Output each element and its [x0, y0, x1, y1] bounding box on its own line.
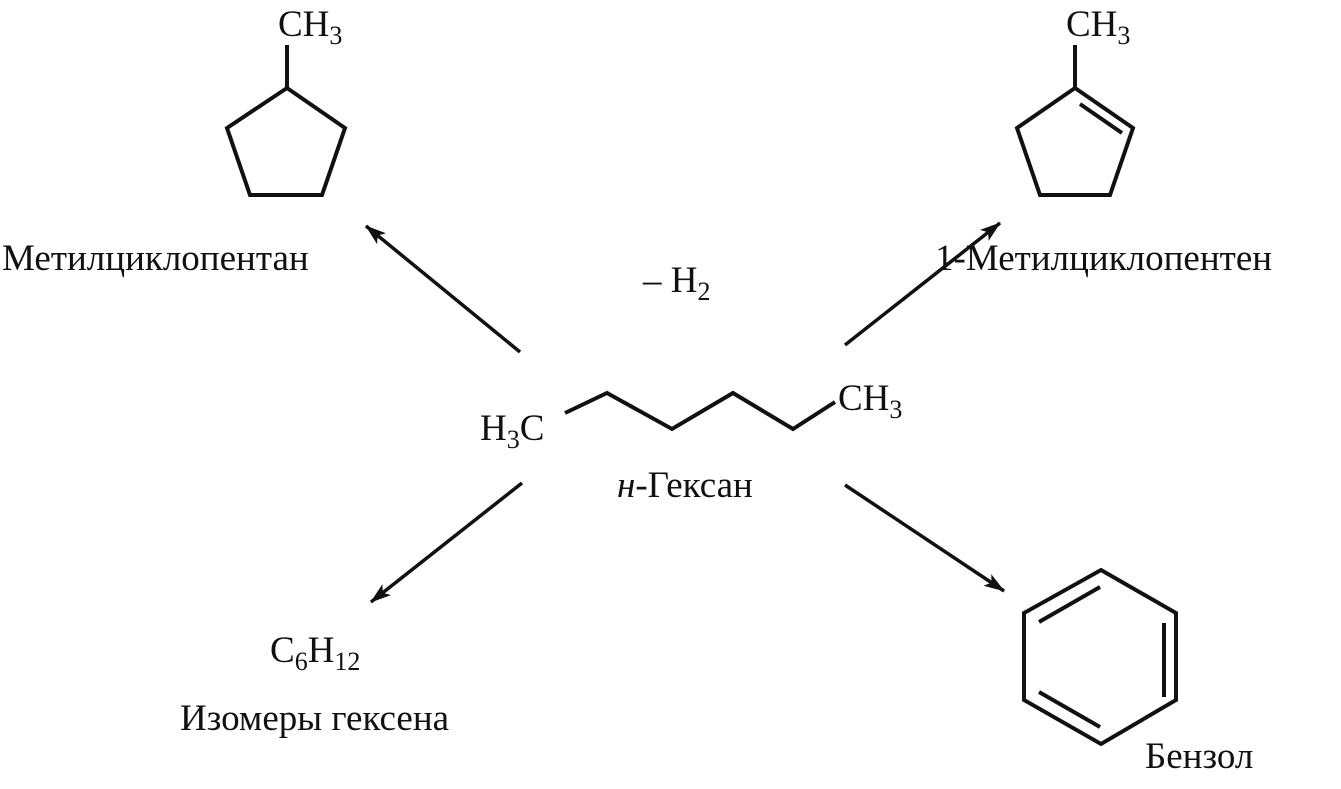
benzene-structure [1022, 567, 1178, 747]
double-bond-line [1038, 690, 1101, 729]
condition-label: – H2 [642, 260, 710, 306]
methylcyclopentane-name: Метилциклопентан [2, 238, 309, 279]
cyclopentene-ring [1014, 85, 1136, 197]
hexene-formula: C6H12 [270, 630, 360, 676]
cyclopentane-ring [224, 85, 348, 197]
methylcyclopentane-structure: CH3 [224, 4, 348, 197]
methyl-group-label: CH3 [278, 4, 342, 50]
hexene-isomers-name: Изомеры гексена [180, 698, 449, 739]
arrow-to-methylcyclopentene [843, 221, 1002, 347]
arrow-to-methylcyclopentane [364, 224, 522, 354]
arrow-to-benzene [844, 483, 1005, 593]
methylcyclopentene-structure: CH3 [1014, 4, 1136, 197]
methylcyclopentene-name: 1-Метилциклопентен [935, 238, 1272, 279]
double-bond-line [1078, 102, 1124, 135]
double-bond-line [1038, 585, 1101, 624]
right-methyl-label: CH3 [838, 378, 902, 424]
carbon-chain [564, 390, 837, 432]
benzene-ring [1022, 567, 1178, 747]
arrow-to-hexene-isomers [369, 481, 524, 604]
n-hexane-structure: H3C CH3 [480, 378, 902, 454]
n-hexane-name: н-Гексан [617, 465, 753, 506]
benzene-name: Бензол [1145, 736, 1253, 777]
methyl-group-label: CH3 [1066, 4, 1130, 50]
left-methyl-label: H3C [480, 408, 544, 454]
